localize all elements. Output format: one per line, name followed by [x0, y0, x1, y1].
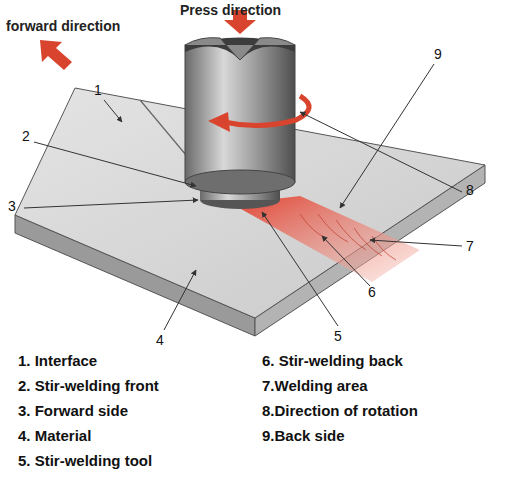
callout-number: 6: [368, 284, 376, 300]
callout-number: 2: [22, 128, 30, 144]
rotation-arrow: [208, 96, 309, 132]
legend-item: 3. Forward side: [18, 402, 128, 419]
callout-number: 8: [466, 182, 474, 198]
callout-number: 1: [94, 82, 102, 98]
legend-item: 1. Interface: [18, 352, 97, 369]
legend-item: 2. Stir-welding front: [18, 377, 159, 394]
callout-number: 7: [466, 238, 474, 254]
legend-item: 9.Back side: [262, 427, 345, 444]
callout-number: 3: [8, 198, 16, 214]
forward-arrow: [40, 40, 72, 70]
legend-item: 8.Direction of rotation: [262, 402, 418, 419]
workpiece-plate: [15, 88, 485, 336]
legend-item: 7.Welding area: [262, 377, 368, 394]
callout-number: 9: [434, 46, 442, 62]
legend-item: 4. Material: [18, 427, 91, 444]
direction-label: Press direction: [180, 2, 281, 18]
direction-label: forward direction: [6, 18, 120, 34]
legend-item: 6. Stir-welding back: [262, 352, 403, 369]
callout-number: 4: [156, 332, 164, 348]
leader-lines: [24, 64, 462, 330]
legend-item: 5. Stir-welding tool: [18, 452, 152, 469]
weld-area: [232, 196, 420, 282]
callout-number: 5: [334, 328, 342, 344]
